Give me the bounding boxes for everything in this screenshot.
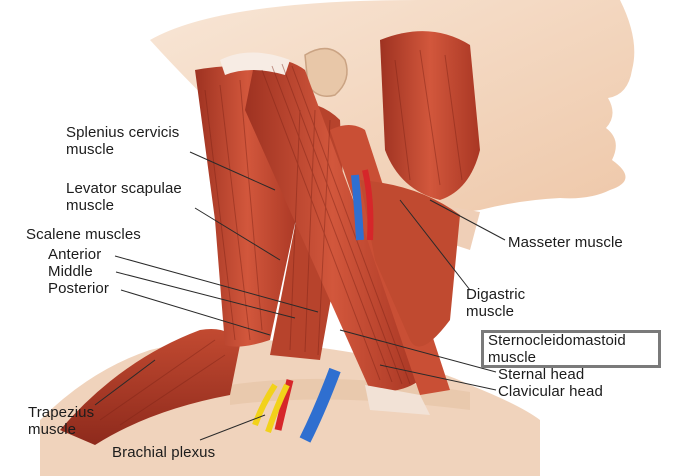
label-line: Trapezius bbox=[28, 404, 95, 421]
label-brachial-plexus: Brachial plexus bbox=[112, 444, 216, 461]
lower-artery bbox=[274, 379, 294, 431]
brachial-plexus-nerve-2 bbox=[265, 383, 290, 433]
lower-vein bbox=[299, 367, 341, 443]
label-middle: Middle bbox=[48, 263, 93, 280]
scm-muscle bbox=[245, 58, 420, 392]
tendon-top bbox=[220, 52, 290, 75]
masseter-muscle bbox=[380, 31, 480, 200]
label-line: Levator scapulae bbox=[66, 180, 182, 197]
label-line: muscle bbox=[66, 197, 115, 214]
label-line: Splenius cervicis bbox=[66, 124, 180, 141]
label-trapezius: Trapezius muscle bbox=[28, 404, 94, 438]
label-clavicular-head: Clavicular head bbox=[498, 383, 603, 400]
scm-highlight-box bbox=[481, 330, 661, 368]
label-levator-scapulae: Levator scapulae muscle bbox=[66, 180, 182, 214]
leader-lines bbox=[94, 151, 506, 441]
ear bbox=[304, 47, 348, 97]
jugular-vein bbox=[351, 174, 364, 241]
digastric-region bbox=[360, 180, 460, 347]
label-sternal-head: Sternal head bbox=[498, 366, 585, 383]
label-line: muscle bbox=[488, 349, 537, 366]
tendon-bottom bbox=[365, 385, 430, 415]
brachial-plexus-nerve-1 bbox=[252, 383, 278, 426]
label-sternocleidomastoid: Sternocleidomastoid muscle bbox=[488, 332, 626, 366]
label-line: Digastric bbox=[466, 286, 526, 303]
label-posterior: Posterior bbox=[48, 280, 109, 297]
trapezius-muscle bbox=[60, 329, 240, 445]
label-splenius-cervicis: Splenius cervicis muscle bbox=[66, 124, 179, 158]
label-line: Sternocleidomastoid bbox=[488, 332, 626, 349]
carotid-artery bbox=[362, 169, 374, 241]
label-digastric: Digastric muscle bbox=[466, 286, 525, 320]
muscle-fibers bbox=[99, 49, 463, 426]
label-anterior: Anterior bbox=[48, 246, 102, 263]
label-line: muscle bbox=[466, 303, 515, 320]
label-line: muscle bbox=[66, 141, 115, 158]
label-scalene-muscles: Scalene muscles bbox=[26, 226, 141, 243]
label-line: muscle bbox=[28, 421, 77, 438]
label-masseter: Masseter muscle bbox=[508, 234, 623, 251]
